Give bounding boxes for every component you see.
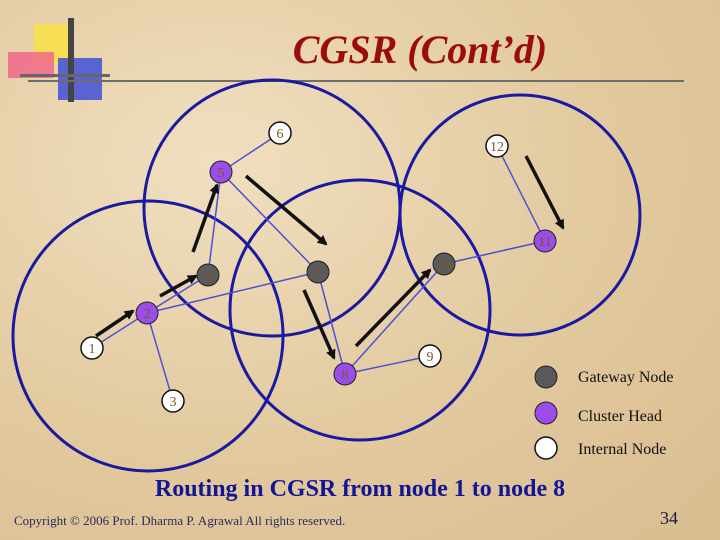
legend-internal-label: Internal Node: [578, 441, 667, 458]
slide-title: CGSR (Cont’d): [292, 27, 548, 72]
link-8-10: [344, 263, 445, 375]
svg-text:8: 8: [342, 368, 349, 383]
cluster-ring-right: [398, 93, 642, 337]
svg-text:7: 7: [315, 266, 322, 281]
cluster-ring-middle: [228, 178, 492, 442]
route-arrow-12-11: [524, 155, 565, 230]
link-5-6: [220, 132, 281, 173]
legend-cluster-head-swatch: [534, 401, 558, 425]
legend-gateway-label: Gateway Node: [578, 369, 674, 386]
route-arrow-8-10: [354, 268, 432, 348]
node-2: 2: [135, 301, 159, 325]
svg-text:11: 11: [538, 235, 551, 250]
node-9: 9: [418, 344, 442, 368]
page-number: 34: [660, 508, 678, 528]
route-arrow-5-7: [244, 174, 328, 246]
node-1: 1: [80, 336, 104, 360]
legend-internal-swatch: [534, 436, 558, 460]
routing-caption: Routing in CGSR from node 1 to node 8: [154, 476, 566, 502]
link-5-7: [220, 171, 319, 273]
route-arrow-4-5: [191, 183, 220, 253]
svg-text:10: 10: [437, 258, 451, 273]
route-arrow-7-8: [302, 289, 336, 360]
corner-decoration: [8, 18, 110, 102]
svg-text:12: 12: [490, 140, 504, 155]
svg-text:2: 2: [144, 307, 151, 322]
link-2-3: [146, 312, 174, 402]
node-7: 7: [306, 260, 330, 284]
node-3: 3: [161, 389, 185, 413]
svg-text:1: 1: [89, 342, 96, 357]
node-6: 6: [268, 121, 292, 145]
svg-text:6: 6: [277, 127, 284, 142]
svg-text:5: 5: [218, 166, 225, 181]
copyright-notice: Copyright © 2006 Prof. Dharma P. Agrawal…: [14, 513, 346, 528]
node-8: 8: [333, 362, 357, 386]
svg-text:3: 3: [170, 395, 177, 410]
link-10-11: [443, 240, 546, 265]
route-arrow-1-2: [95, 309, 135, 338]
link-7-8: [317, 271, 346, 375]
svg-text:9: 9: [427, 350, 434, 365]
link-11-12: [496, 145, 546, 242]
legend-cluster-head-label: Cluster Head: [578, 408, 662, 425]
link-2-7: [146, 271, 319, 314]
node-11: 11: [533, 229, 557, 253]
title-rule: [28, 80, 684, 82]
svg-text:4: 4: [205, 269, 212, 284]
legend-gateway-swatch: [534, 365, 558, 389]
link-2-4: [146, 274, 209, 314]
node-10: 10: [432, 252, 456, 276]
node-12: 12: [485, 134, 509, 158]
node-4: 4: [196, 263, 220, 287]
link-8-9: [344, 355, 431, 375]
route-arrow-2-4: [159, 274, 198, 298]
cluster-ring-top: [142, 78, 402, 338]
node-5: 5: [209, 160, 233, 184]
